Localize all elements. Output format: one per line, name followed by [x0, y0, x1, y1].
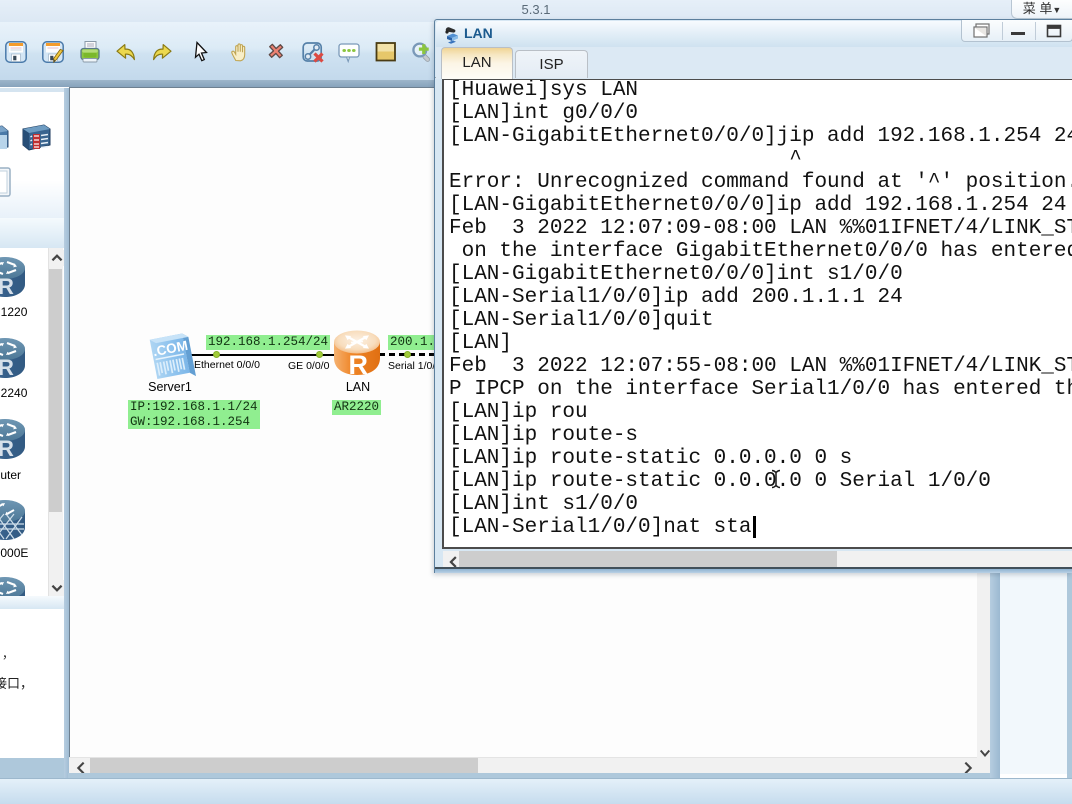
svg-text:.COM: .COM	[152, 338, 189, 359]
svg-text:R: R	[349, 350, 369, 379]
